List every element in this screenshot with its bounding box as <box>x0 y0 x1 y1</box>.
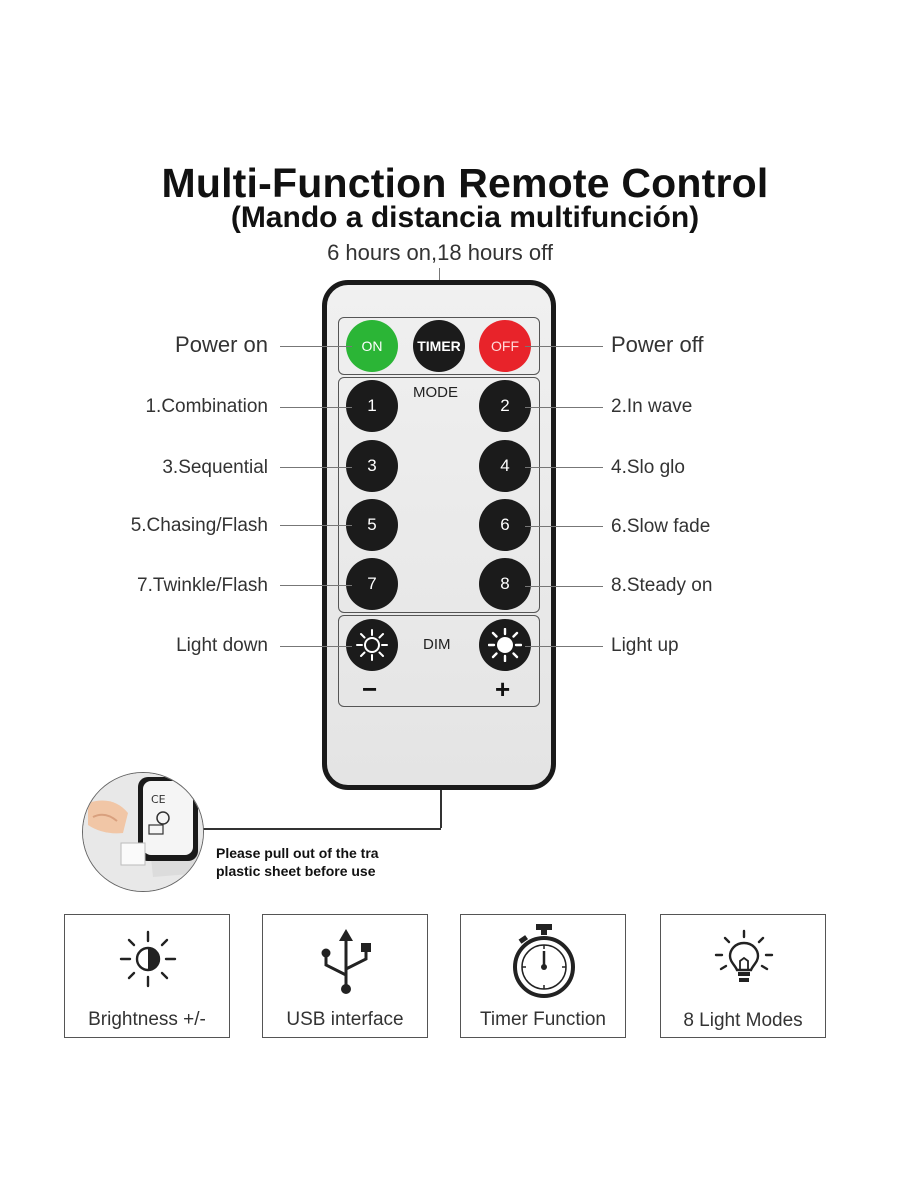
mode-7-line <box>280 585 352 586</box>
feature-label-modes: 8 Light Modes <box>683 1010 803 1031</box>
mode-button-6[interactable]: 6 <box>479 499 531 551</box>
mode-6-line <box>525 526 603 527</box>
label-mode-2: 2.In wave <box>611 396 693 417</box>
feature-card-modes: 8 Light Modes <box>660 914 826 1038</box>
label-power-on: Power on <box>175 332 268 357</box>
mode-2-line <box>525 407 603 408</box>
label-mode-8: 8.Steady on <box>611 575 713 596</box>
label-light-up: Light up <box>611 635 679 656</box>
sun-outline-icon <box>356 629 388 661</box>
mode-5-line <box>280 525 352 526</box>
power-on-line <box>280 346 352 347</box>
feature-card-brightness: Brightness +/- <box>64 914 230 1038</box>
battery-note-line1: Please pull out of the tra <box>216 845 379 861</box>
battery-note-line2: plastic sheet before use <box>216 863 376 879</box>
sun-filled-icon <box>488 628 522 662</box>
on-button[interactable]: ON <box>346 320 398 372</box>
mode-3-line <box>280 467 352 468</box>
label-mode-3: 3.Sequential <box>162 457 268 478</box>
feature-label-timer: Timer Function <box>480 1009 606 1030</box>
timer-note: 6 hours on,18 hours off <box>327 240 553 265</box>
minus-sign: − <box>362 674 378 704</box>
mode-button-3[interactable]: 3 <box>346 440 398 492</box>
mode-4-line <box>525 467 603 468</box>
brightness-icon <box>119 930 177 988</box>
feature-label-usb: USB interface <box>286 1009 404 1030</box>
svg-text:CE: CE <box>151 793 166 806</box>
mode-button-2[interactable]: 2 <box>479 380 531 432</box>
label-light-down: Light down <box>176 635 268 656</box>
feature-card-timer: Timer Function <box>460 914 626 1038</box>
plus-sign: + <box>495 674 511 704</box>
page-title: Multi-Function Remote Control <box>161 160 769 206</box>
off-button[interactable]: OFF <box>479 320 531 372</box>
feature-label-brightness: Brightness +/- <box>88 1009 206 1030</box>
stopwatch-icon <box>513 924 575 998</box>
label-mode-5: 5.Chasing/Flash <box>130 515 268 536</box>
light-bulb-icon <box>714 929 774 982</box>
mode-panel <box>338 377 540 613</box>
light-down-button[interactable] <box>346 619 398 671</box>
page-subtitle: (Mando a distancia multifunción) <box>230 201 700 234</box>
label-mode-4: 4.Slo glo <box>611 457 685 478</box>
power-off-line <box>525 346 603 347</box>
battery-callout-line-v <box>440 790 442 828</box>
mode-1-line <box>280 407 352 408</box>
battery-callout-line-h <box>200 828 441 830</box>
feature-card-usb: USB interface <box>262 914 428 1038</box>
mode-label: MODE <box>413 384 458 401</box>
mode-button-4[interactable]: 4 <box>479 440 531 492</box>
label-mode-1: 1.Combination <box>145 396 268 417</box>
dim-label: DIM <box>423 636 451 653</box>
mode-button-8[interactable]: 8 <box>479 558 531 610</box>
mode-button-5[interactable]: 5 <box>346 499 398 551</box>
battery-pull-tab-image: CE <box>82 772 204 892</box>
label-power-off: Power off <box>611 332 704 357</box>
dim-panel <box>338 615 540 707</box>
label-mode-6: 6.Slow fade <box>611 516 711 537</box>
timer-button[interactable]: TIMER <box>413 320 465 372</box>
light-up-button[interactable] <box>479 619 531 671</box>
usb-icon <box>321 929 371 994</box>
label-mode-7: 7.Twinkle/Flash <box>137 575 268 596</box>
light-up-line <box>525 646 603 647</box>
light-down-line <box>280 646 352 647</box>
mode-button-1[interactable]: 1 <box>346 380 398 432</box>
mode-8-line <box>525 586 603 587</box>
mode-button-7[interactable]: 7 <box>346 558 398 610</box>
